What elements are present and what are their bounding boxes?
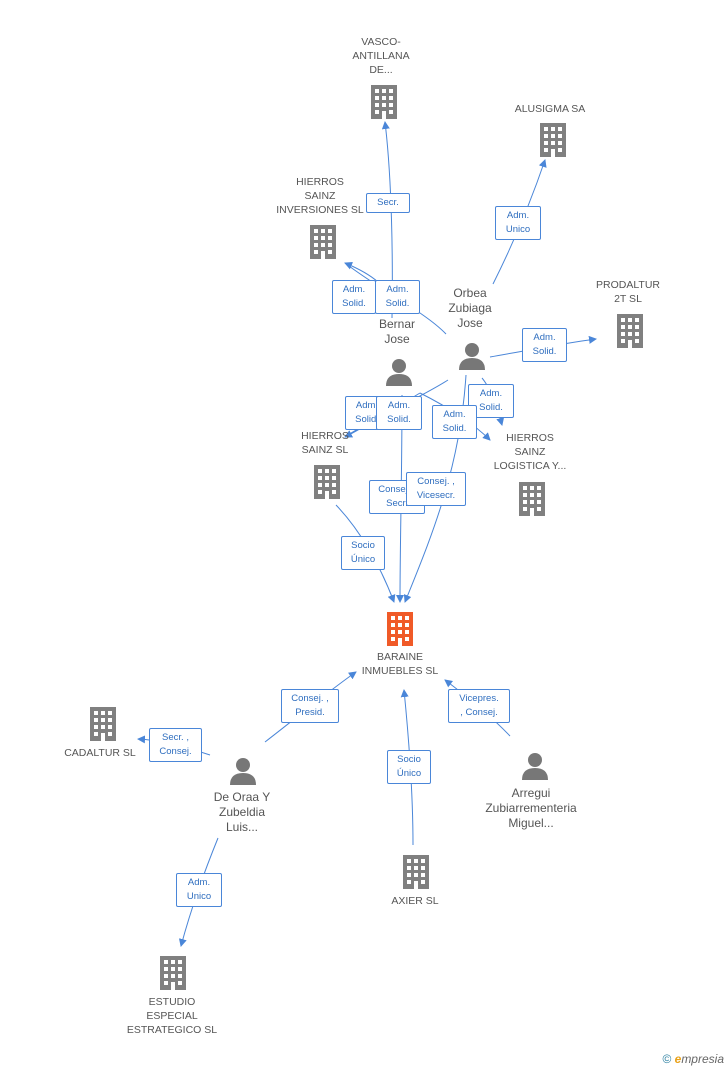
hierros-sainz-building-icon	[314, 465, 340, 499]
bernar-person-icon	[386, 359, 412, 386]
node-estudio-label[interactable]: ESTUDIO ESPECIAL ESTRATEGICO SL	[126, 996, 218, 1036]
rel-vicepres-consej[interactable]: Vicepres. , Consej.	[448, 689, 510, 723]
node-arregui-label[interactable]: Arregui Zubiarrementeria Miguel...	[485, 786, 577, 830]
node-hierros-inv-label[interactable]: HIERROS SAINZ INVERSIONES SL	[276, 176, 364, 216]
node-hierros-log-label[interactable]: HIERROS SAINZ LOGISTICA Y...	[493, 432, 567, 472]
rel-adm-solid-prodaltur[interactable]: Adm. Solid.	[522, 328, 567, 362]
rel-socio-unico-hs[interactable]: Socio Único	[341, 536, 385, 570]
deoraa-person-icon	[230, 758, 256, 785]
prodaltur-building-icon	[617, 314, 643, 348]
vasco-building-icon	[371, 85, 397, 119]
rel-adm-solid-6[interactable]: Adm. Solid.	[432, 405, 477, 439]
node-cadaltur-label[interactable]: CADALTUR SL	[64, 747, 136, 759]
arregui-person-icon	[522, 753, 548, 780]
alusigma-building-icon	[540, 123, 566, 157]
node-orbea-label[interactable]: Orbea Zubiaga Jose	[448, 286, 492, 330]
rel-adm-solid-5[interactable]: Adm. Solid.	[376, 396, 422, 430]
node-vasco-label[interactable]: VASCO- ANTILLANA DE...	[352, 36, 410, 76]
rel-consej-vicesecr[interactable]: Consej. , Vicesecr.	[406, 472, 466, 506]
node-prodaltur-label[interactable]: PRODALTUR 2T SL	[596, 279, 660, 305]
node-axier-label[interactable]: AXIER SL	[391, 895, 439, 907]
node-baraine-label[interactable]: BARAINE INMUEBLES SL	[361, 651, 439, 677]
rel-adm-solid-1[interactable]: Adm. Solid.	[332, 280, 376, 314]
rel-adm-unico-alusigma[interactable]: Adm. Unico	[495, 206, 541, 240]
rel-secr-vasco[interactable]: Secr.	[366, 193, 410, 213]
brand-logo-e: e	[674, 1052, 682, 1066]
footer-brand[interactable]: © empresia	[662, 1052, 724, 1066]
cadaltur-building-icon	[90, 707, 116, 741]
orbea-person-icon	[459, 343, 485, 370]
baraine-building-icon	[387, 612, 413, 646]
node-deoraa-label[interactable]: De Oraa Y Zubeldia Luis...	[213, 790, 271, 834]
axier-building-icon	[403, 855, 429, 889]
node-hierros-sainz-label[interactable]: HIERROS SAINZ SL	[301, 430, 349, 456]
node-alusigma-label[interactable]: ALUSIGMA SA	[514, 103, 586, 115]
hierros-log-building-icon	[519, 482, 545, 516]
rel-socio-unico-axier[interactable]: Socio Único	[387, 750, 431, 784]
node-bernar-label[interactable]: Bernar Jose	[378, 317, 416, 346]
estudio-building-icon	[160, 956, 186, 990]
brand-logo-text: mpresia	[681, 1052, 724, 1066]
hierros-inv-building-icon	[310, 225, 336, 259]
rel-secr-consej[interactable]: Secr. , Consej.	[149, 728, 202, 762]
rel-adm-unico-estudio[interactable]: Adm. Unico	[176, 873, 222, 907]
copyright-icon: ©	[662, 1052, 672, 1066]
rel-adm-solid-2[interactable]: Adm. Solid.	[375, 280, 420, 314]
rel-consej-presid[interactable]: Consej. , Presid.	[281, 689, 339, 723]
